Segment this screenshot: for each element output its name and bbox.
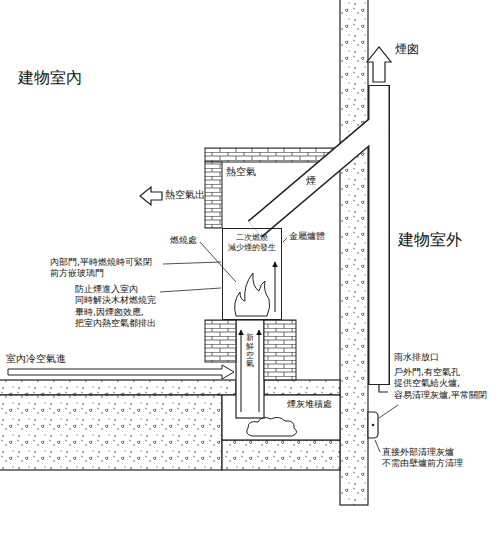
cold-air-arrow (8, 365, 234, 379)
outer-wall (340, 0, 368, 505)
part-label: 金屬爐體 (289, 231, 326, 242)
flow-label: 室內冷空氣進 (6, 353, 67, 366)
metal-firebox: 二次燃燒 減少煙的發生 (222, 228, 282, 320)
region-label: 建物室外 (398, 230, 463, 250)
flue-chimney (255, 85, 379, 385)
rain-drain (379, 385, 388, 392)
note-label: 防止煙進入室內 同時解決木材燃燒完 畢時,因煙囪效應, 把室內熱空氣都排出 (75, 284, 157, 329)
pipe-label: 新鮮空氣 (246, 334, 254, 369)
part-label: 煙灰堆積處 (287, 399, 333, 410)
flow-label: 熱空氣出 (165, 189, 206, 202)
pedestal-brick (264, 320, 296, 380)
pedestal-brick (205, 320, 236, 362)
flue-label: 煙 (306, 175, 317, 188)
hood-brick (205, 162, 222, 228)
air-pipe (236, 320, 264, 418)
outdoor-door (368, 412, 378, 438)
hood-chamber: 熱空氣 (222, 162, 340, 228)
fire (235, 273, 270, 316)
part-label: 雨水排放口 (394, 352, 440, 363)
node-text: 二次燃燒 減少煙的發生 (228, 233, 277, 253)
part-label: 燃燒處 (170, 235, 198, 246)
note-label: 直接外部清理灰爐 不需由壁爐前方清理 (382, 447, 464, 470)
ash-pile (247, 417, 297, 436)
node-text: 熱空氣 (226, 166, 257, 179)
note-label: 戶外門,有空氣孔 提供空氣給火爐, 容易清理灰爐,平常關閉 (394, 367, 488, 401)
note-label: 內部門,平時燃燒時可緊閉 前方嵌玻璃門 (50, 257, 153, 280)
region-label: 建物室內 (18, 68, 83, 88)
leader-line (160, 238, 398, 452)
smoke-arrow (367, 47, 391, 82)
chimney-label: 煙囪 (395, 42, 420, 57)
hot-air-arrow (140, 187, 162, 205)
foundation (0, 380, 340, 470)
